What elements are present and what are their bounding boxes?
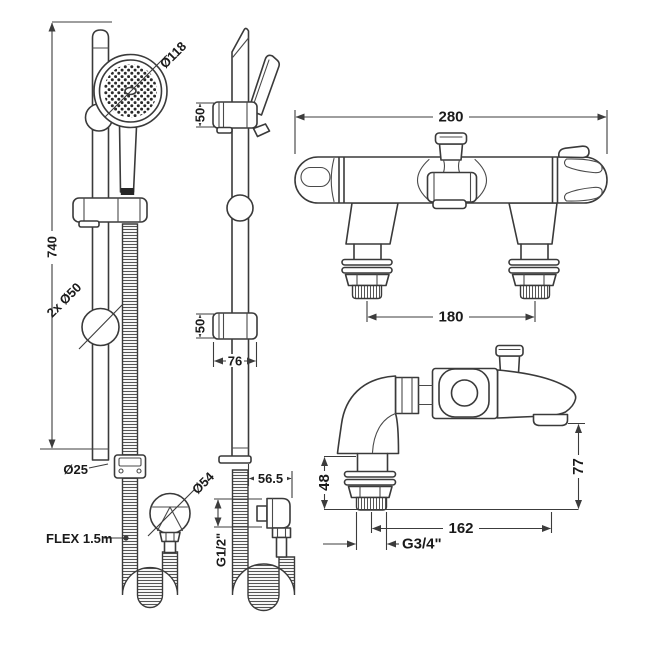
handset-holder [72, 197, 148, 228]
handset-side [247, 54, 281, 138]
dim-top-holder: 50 [193, 102, 214, 128]
hose-length-label: FLEX 1.5m [46, 531, 112, 546]
dim-outlet-projection-label: 56.5 [258, 471, 283, 486]
dim-bracket-diameter-label: 2x Ø50 [44, 280, 85, 321]
dim-spout-clearance: 77 [568, 422, 587, 509]
dim-outlet-thread-label: G1/2" [214, 533, 229, 567]
mixer-tails-front [341, 243, 560, 300]
mixer-leg-side [336, 375, 400, 511]
control-knob-side [438, 368, 490, 418]
dim-rail-diameter-label: Ø25 [63, 462, 88, 477]
dim-spout-clearance-label: 77 [570, 458, 587, 475]
mixer-lever [557, 145, 590, 159]
handset-handle [118, 122, 138, 195]
dim-outlet-diameter-label: Ø54 [189, 468, 218, 497]
diverter-knob-front [434, 132, 468, 174]
dim-top-holder-label: 50 [193, 108, 208, 122]
dim-body-width: 280 [294, 109, 608, 154]
dim-inlet-centres-label: 180 [438, 309, 463, 326]
hose-length-callout: FLEX 1.5m [46, 531, 129, 546]
slide-rail-side [231, 27, 250, 458]
dim-740-label: 740 [45, 236, 60, 258]
dim-inlet-thread-label: G3/4" [402, 536, 442, 553]
shower-head: Ø118 [93, 39, 190, 129]
top-holder-side [212, 101, 258, 134]
shower-hose-front [121, 223, 179, 609]
mixer-legs-front [345, 202, 558, 245]
mixer-center-housing [426, 171, 478, 210]
dim-projection-label: 162 [448, 520, 473, 537]
dim-lower-holder-label: 50 [193, 319, 208, 333]
dim-outlet-thread: G1/2" [214, 498, 262, 567]
dim-outlet-projection: 56.5 [247, 464, 293, 498]
dim-tail-length-label: 48 [316, 474, 333, 491]
dim-inlet-centres: 180 [366, 301, 536, 326]
slide-rail [91, 29, 110, 461]
mixer-side-view: 48 77 162 G3/4" [316, 344, 587, 553]
dim-tail-length: 48 [316, 455, 579, 511]
dim-lower-holder: 50 [193, 313, 214, 339]
dim-holder-depth-label: 76 [228, 354, 242, 369]
diverter-knob-side [495, 344, 524, 374]
rail-kit-front-view: 740 Ø118 [40, 21, 218, 609]
lower-holder-side [212, 312, 258, 340]
dim-projection: 162 [370, 512, 553, 537]
wall-outlet-front: Ø54 [147, 468, 218, 554]
hose-connector-hex [394, 376, 434, 415]
rail-kit-side-view: 50 50 76 [193, 27, 296, 612]
rail-bracket-side [226, 194, 254, 222]
dim-body-width-label: 280 [438, 109, 463, 126]
handle-band [120, 188, 135, 195]
dim-740: 740 [40, 21, 112, 450]
spout-aerator [532, 413, 569, 427]
wall-outlet-side [256, 497, 292, 558]
dim-inlet-thread: G3/4" [323, 512, 442, 553]
hose-retainer-bracket [113, 454, 147, 479]
dim-rail-diameter: Ø25 [63, 462, 109, 477]
dim-holder-depth: 76 [212, 342, 258, 369]
dim-head-diameter-label: Ø118 [157, 39, 190, 72]
mixer-front-view: 280 [294, 109, 608, 326]
rail-bracket: 2x Ø50 [44, 280, 124, 350]
rail-wall-plate [218, 455, 252, 464]
shower-hose-side [231, 469, 296, 612]
